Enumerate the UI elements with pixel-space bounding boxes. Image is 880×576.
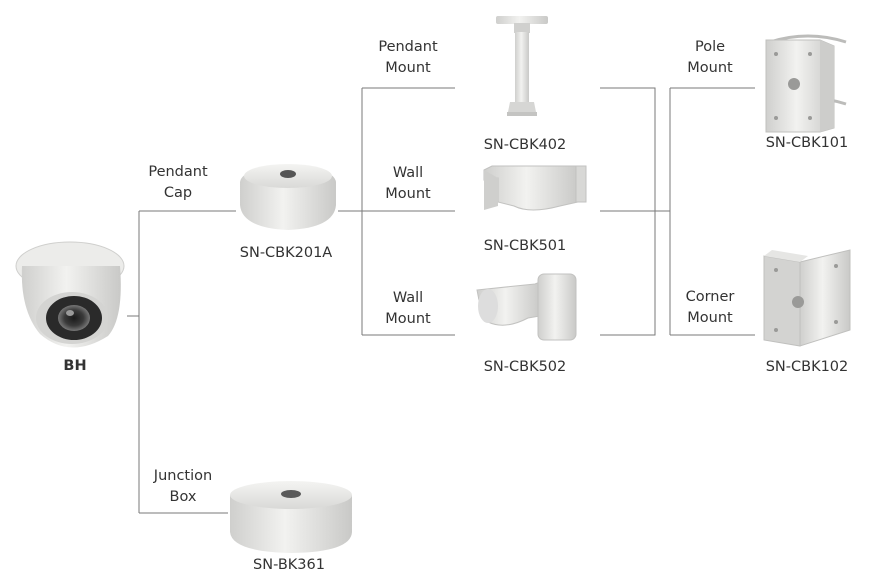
pendant-cap-label: Pendant Cap	[146, 162, 210, 204]
pendant-cap-model: SN-CBK201A	[226, 244, 346, 262]
pendant-mount-label: Pendant Mount	[372, 37, 444, 79]
connector-lines	[127, 88, 755, 513]
trunk-line	[127, 211, 139, 513]
wall-mount-2-label-line2: Mount	[380, 309, 436, 330]
corner-mount-label: Corner Mount	[676, 287, 744, 329]
wall-mount-image-2	[477, 274, 576, 340]
pendant-cap-label-line1: Pendant	[146, 162, 210, 183]
pole-mount-image	[766, 36, 846, 132]
pendant-mount-label-line2: Mount	[372, 58, 444, 79]
dome-camera-image	[16, 242, 124, 348]
wall-mount-image-1	[484, 166, 586, 210]
wall-mount-label-1: Wall Mount	[380, 163, 436, 205]
wall-mount-1-label-line2: Mount	[380, 184, 436, 205]
camera-label: BH	[52, 357, 98, 375]
pendant-mount-model: SN-CBK402	[470, 136, 580, 154]
pole-mount-model: SN-CBK101	[752, 134, 862, 152]
wall-mount-2-label-line1: Wall	[380, 288, 436, 309]
pendant-cap-label-line2: Cap	[146, 183, 210, 204]
mounts-to-brackets	[600, 88, 670, 335]
pendant-cap-image	[240, 164, 336, 230]
pole-mount-label-line1: Pole	[678, 37, 742, 58]
wall-mount-1-model: SN-CBK501	[470, 237, 580, 255]
pole-mount-label: Pole Mount	[678, 37, 742, 79]
junction-box-model: SN-BK361	[234, 556, 344, 574]
corner-mount-image	[764, 250, 850, 346]
pole-mount-label-line2: Mount	[678, 58, 742, 79]
corner-mount-label-line1: Corner	[676, 287, 744, 308]
wall-mount-label-2: Wall Mount	[380, 288, 436, 330]
pendant-mount-label-line1: Pendant	[372, 37, 444, 58]
junction-box-label-line1: Junction	[146, 466, 220, 487]
junction-box-image	[230, 481, 352, 553]
wall-mount-2-model: SN-CBK502	[470, 358, 580, 376]
junction-box-label: Junction Box	[146, 466, 220, 508]
junction-box-label-line2: Box	[146, 487, 220, 508]
corner-mount-label-line2: Mount	[676, 308, 744, 329]
wall-mount-1-label-line1: Wall	[380, 163, 436, 184]
pendant-mount-image	[496, 16, 548, 116]
corner-mount-model: SN-CBK102	[752, 358, 862, 376]
